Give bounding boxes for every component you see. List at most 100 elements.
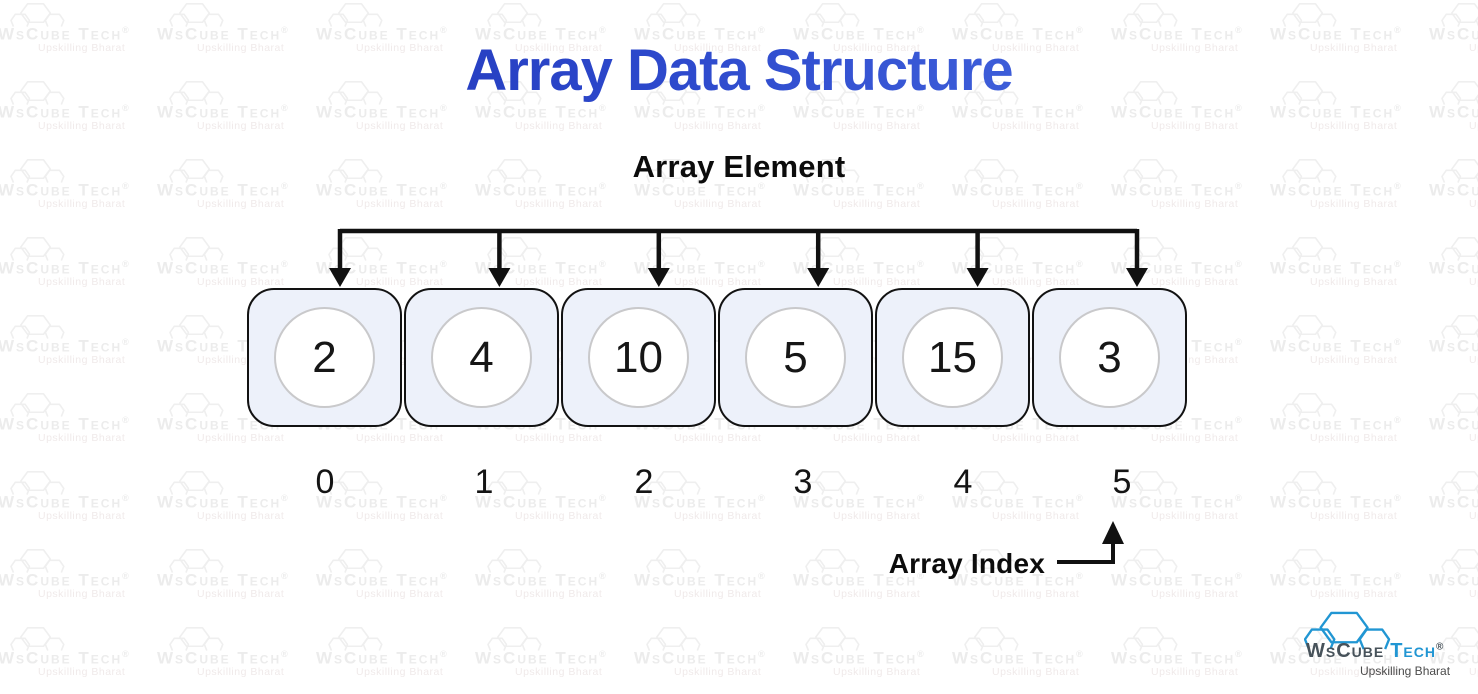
watermark-brand-text: WsCube Tech xyxy=(316,570,441,590)
watermark-brand-text: WsCube Tech xyxy=(1270,414,1395,434)
hexagon-logo-icon xyxy=(328,81,383,105)
registered-mark: ® xyxy=(1076,181,1083,191)
watermark-tagline: Upskilling Bharat xyxy=(992,120,1080,132)
watermark-tagline: Upskilling Bharat xyxy=(1151,510,1239,522)
watermark-tagline: Upskilling Bharat xyxy=(515,588,603,600)
watermark-tile: WsCube Tech® Upskilling Bharat xyxy=(157,156,307,226)
watermark-tile: WsCube Tech® Upskilling Bharat xyxy=(157,0,307,70)
watermark-tagline: Upskilling Bharat xyxy=(833,510,921,522)
hexagon-logo-icon xyxy=(169,471,224,495)
watermark-brand: WsCube Tech® xyxy=(1111,175,1242,202)
watermark-tagline: Upskilling Bharat xyxy=(833,588,921,600)
registered-mark: ® xyxy=(1436,641,1444,653)
watermark-brand-text: WsCube Tech xyxy=(1270,102,1395,122)
watermark-tile: WsCube Tech® Upskilling Bharat xyxy=(1111,468,1261,538)
registered-mark: ® xyxy=(440,259,447,269)
watermark-brand-text: WsCube Tech xyxy=(475,102,600,122)
hexagon-logo-icon xyxy=(805,237,860,261)
watermark-tile: WsCube Tech® Upskilling Bharat xyxy=(475,624,625,694)
registered-mark: ® xyxy=(1394,181,1401,191)
hexagon-logo-icon xyxy=(328,471,383,495)
array-cell-2: 10 xyxy=(561,288,716,427)
watermark-brand: WsCube Tech® xyxy=(0,409,129,436)
watermark-brand: WsCube Tech® xyxy=(475,175,606,202)
watermark-tagline: Upskilling Bharat xyxy=(1469,276,1478,288)
watermark-brand-text: WsCube Tech xyxy=(1270,648,1395,668)
watermark-tile: WsCube Tech® Upskilling Bharat xyxy=(793,468,943,538)
watermark-brand: WsCube Tech® xyxy=(1111,97,1242,124)
watermark-tile: WsCube Tech® Upskilling Bharat xyxy=(1111,78,1261,148)
registered-mark: ® xyxy=(122,25,129,35)
watermark-brand: WsCube Tech® xyxy=(1270,19,1401,46)
watermark-tile: WsCube Tech® Upskilling Bharat xyxy=(1270,390,1420,460)
watermark-brand: WsCube Tech® xyxy=(1111,643,1242,670)
hexagon-logo-icon xyxy=(1441,81,1478,105)
hexagon-logo-icon xyxy=(1441,549,1478,573)
watermark-tagline: Upskilling Bharat xyxy=(515,510,603,522)
watermark-tile: WsCube Tech® Upskilling Bharat xyxy=(952,78,1102,148)
watermark-brand-text: WsCube Tech xyxy=(475,180,600,200)
hexagon-logo-icon xyxy=(487,81,542,105)
array-index-0: 0 xyxy=(315,463,335,501)
watermark-tagline: Upskilling Bharat xyxy=(674,432,762,444)
watermark-brand-text: WsCube Tech xyxy=(157,414,282,434)
logo-brand-tech: Tech xyxy=(1390,640,1436,662)
registered-mark: ® xyxy=(599,181,606,191)
watermark-brand: WsCube Tech® xyxy=(475,97,606,124)
watermark-tile: WsCube Tech® Upskilling Bharat xyxy=(316,156,466,226)
watermark-brand: WsCube Tech® xyxy=(475,487,606,514)
registered-mark: ® xyxy=(440,25,447,35)
watermark-brand: WsCube Tech® xyxy=(952,643,1083,670)
hexagon-logo-icon xyxy=(964,3,1019,27)
watermark-tile: WsCube Tech® Upskilling Bharat xyxy=(1429,156,1478,226)
hexagon-logo-icon xyxy=(169,627,224,651)
hexagon-logo-icon xyxy=(1123,471,1178,495)
registered-mark: ® xyxy=(599,259,606,269)
hexagon-logo-icon xyxy=(964,627,1019,651)
watermark-brand: WsCube Tech® xyxy=(793,487,924,514)
watermark-tile: WsCube Tech® Upskilling Bharat xyxy=(634,156,784,226)
registered-mark: ® xyxy=(599,649,606,659)
watermark-brand-text: WsCube Tech xyxy=(952,102,1077,122)
watermark-brand: WsCube Tech® xyxy=(0,643,129,670)
watermark-tile: WsCube Tech® Upskilling Bharat xyxy=(1429,234,1478,304)
watermark-brand: WsCube Tech® xyxy=(634,19,765,46)
watermark-tagline: Upskilling Bharat xyxy=(515,276,603,288)
watermark-tagline: Upskilling Bharat xyxy=(1469,354,1478,366)
hexagon-logo-icon xyxy=(805,627,860,651)
array-value: 4 xyxy=(469,332,494,382)
watermark-brand-text: WsCube Tech xyxy=(952,24,1077,44)
watermark-tagline: Upskilling Bharat xyxy=(356,198,444,210)
watermark-brand-text: WsCube Tech xyxy=(952,492,1077,512)
watermark-brand: WsCube Tech® xyxy=(793,565,924,592)
watermark-tile: WsCube Tech® Upskilling Bharat xyxy=(793,78,943,148)
registered-mark: ® xyxy=(758,259,765,269)
watermark-tile: WsCube Tech® Upskilling Bharat xyxy=(0,390,148,460)
wscube-logo-tagline: Upskilling Bharat xyxy=(1360,664,1451,678)
watermark-brand: WsCube Tech® xyxy=(475,643,606,670)
watermark-tile: WsCube Tech® Upskilling Bharat xyxy=(1270,0,1420,70)
watermark-brand: WsCube Tech® xyxy=(1429,487,1478,514)
watermark-tile: WsCube Tech® Upskilling Bharat xyxy=(634,78,784,148)
registered-mark: ® xyxy=(281,103,288,113)
hexagon-logo-icon xyxy=(1441,393,1478,417)
watermark-brand-text: WsCube Tech xyxy=(475,258,600,278)
hexagon-logo-icon xyxy=(964,237,1019,261)
watermark-tagline: Upskilling Bharat xyxy=(992,510,1080,522)
watermark-tagline: Upskilling Bharat xyxy=(1310,354,1398,366)
watermark-brand-text: WsCube Tech xyxy=(1111,24,1236,44)
hexagon-logo-icon xyxy=(10,393,65,417)
array-index-2: 2 xyxy=(634,463,654,501)
watermark-tagline: Upskilling Bharat xyxy=(833,120,921,132)
watermark-tagline: Upskilling Bharat xyxy=(1310,432,1398,444)
watermark-brand: WsCube Tech® xyxy=(0,487,129,514)
array-value-circle: 3 xyxy=(1059,307,1160,408)
registered-mark: ® xyxy=(1394,259,1401,269)
watermark-brand-text: WsCube Tech xyxy=(0,648,123,668)
watermark-tile: WsCube Tech® Upskilling Bharat xyxy=(1111,0,1261,70)
watermark-brand: WsCube Tech® xyxy=(1111,487,1242,514)
registered-mark: ® xyxy=(1235,259,1242,269)
hexagon-logo-icon xyxy=(328,159,383,183)
array-value-circle: 10 xyxy=(588,307,689,408)
